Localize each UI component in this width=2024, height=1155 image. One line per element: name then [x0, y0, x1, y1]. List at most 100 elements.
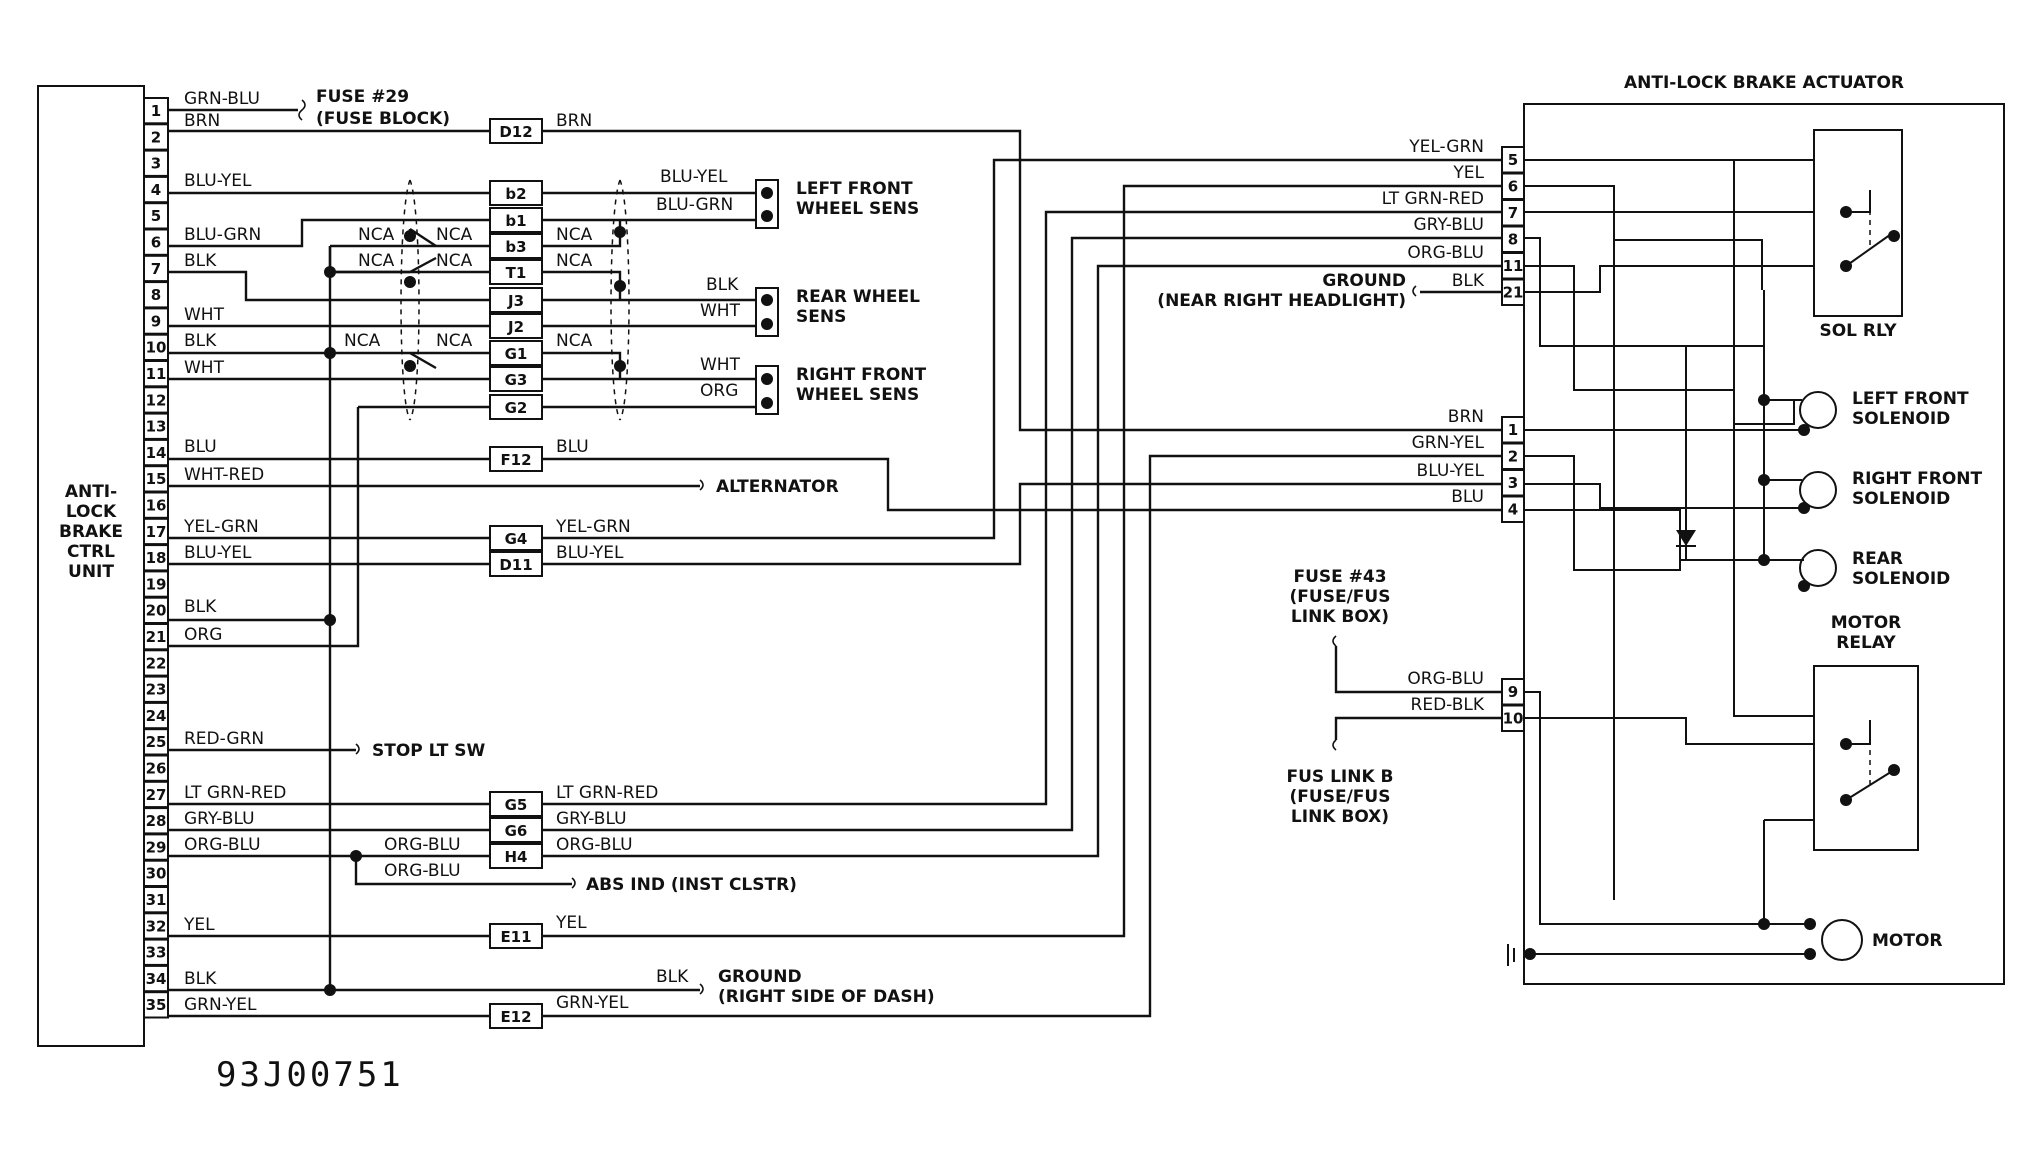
ecu-pin-cell [143, 886, 169, 914]
nca-label: NCA [436, 225, 473, 245]
connector-label: G1 [505, 345, 528, 363]
ecu-pin-number: 35 [146, 996, 167, 1014]
left-front-sens-label: LEFT FRONT [796, 179, 913, 199]
diagram-code: 93J00751 [216, 1055, 404, 1095]
actuator-pin-number: 8 [1508, 231, 1518, 249]
wire-label: YEL-GRN [183, 517, 259, 537]
ecu-pin-cell [143, 991, 169, 1019]
wire-label: WHT [700, 355, 741, 375]
ecu-pin-number: 15 [146, 470, 167, 488]
connector-e11 [489, 923, 543, 949]
shield-loops [400, 179, 630, 421]
wire-label: BLK [184, 597, 217, 617]
ecu-pin-number: 18 [146, 549, 167, 567]
wire-label: BLU-YEL [184, 543, 252, 563]
actuator-pin-number: 21 [1503, 284, 1524, 302]
destination-labels: FUSE #29 (FUSE BLOCK) LEFT FRONT WHEEL S… [316, 87, 1406, 1007]
wire-label: ORG [184, 625, 222, 645]
ecu-pin-cell [143, 912, 169, 940]
rf-solenoid-label: RIGHT FRONT [1852, 469, 1982, 489]
connector-b1 [489, 207, 543, 233]
actuator-pin-number: 6 [1508, 178, 1518, 196]
nca-label: NCA [358, 251, 395, 271]
connector-h4 [489, 843, 543, 869]
wire-color-labels-actuator: YEL-GRN YEL LT GRN-RED GRY-BLU ORG-BLU B… [1382, 137, 1485, 715]
wire-label: GRN-YEL [556, 993, 629, 1013]
wire-label: BLU-YEL [660, 167, 728, 187]
wire-label: BLU [184, 437, 217, 457]
connector-label: G6 [505, 822, 528, 840]
actuator-pin-number: 11 [1503, 257, 1524, 275]
ecu-pin-number: 21 [146, 628, 167, 646]
motor-relay-label: RELAY [1836, 633, 1896, 653]
rear-sens-label: REAR WHEEL [796, 287, 920, 307]
wire-label: BLU [1451, 487, 1484, 507]
fuse43-label: LINK BOX) [1291, 607, 1389, 627]
actuator-pin-number: 4 [1508, 501, 1518, 519]
wires-left [168, 108, 1502, 1018]
ecu-title-line: BRAKE [59, 522, 123, 542]
ecu-pin-number: 30 [146, 865, 167, 883]
connector-label: F12 [500, 451, 531, 469]
ecu-pin-column: 1234567891011121314151617181920212223242… [143, 97, 169, 1019]
ecu-pin-number: 9 [151, 312, 161, 330]
ecu-pin-number: 27 [146, 786, 167, 804]
wire-label: YEL [1452, 163, 1484, 183]
connector-label: G5 [505, 796, 528, 814]
connector-label: D12 [499, 123, 532, 141]
fus-link-b-label: FUS LINK B [1286, 767, 1393, 787]
alternator-label: ALTERNATOR [716, 477, 839, 497]
ecu-pin-number: 34 [146, 970, 167, 988]
motor-relay: MOTOR RELAY [1813, 613, 1919, 851]
wire-label: BRN [556, 111, 592, 131]
wire-label: YEL [183, 915, 215, 935]
connector-j3 [489, 287, 543, 313]
wire-label: ORG-BLU [556, 835, 633, 855]
ecu-title-line: LOCK [66, 502, 117, 522]
connector-t1 [489, 259, 543, 285]
fuse29-label: (FUSE BLOCK) [316, 109, 450, 129]
wire-label: ORG-BLU [1407, 669, 1484, 689]
wire-label: GRY-BLU [556, 809, 627, 829]
terminators [298, 99, 1417, 995]
wire-label: WHT-RED [184, 465, 264, 485]
nca-label: NCA [556, 251, 593, 271]
actuator-pin-number: 3 [1508, 474, 1518, 492]
ecu-pin-number: 32 [146, 917, 167, 935]
wire-label: BLU-YEL [1417, 461, 1485, 481]
diode-icon [1676, 530, 1696, 547]
ecu-pin-cell [143, 833, 169, 861]
wire-label: GRN-YEL [184, 995, 257, 1015]
lf-solenoid-label: SOLENOID [1852, 409, 1950, 429]
connector-d11 [489, 551, 543, 577]
ecu-title-line: ANTI- [65, 482, 117, 502]
wire-label: LT GRN-RED [556, 783, 658, 803]
wire-label: BLU-GRN [184, 225, 261, 245]
wire-label: BLK [706, 275, 739, 295]
connector-g1 [489, 340, 543, 366]
right-front-sens-label: RIGHT FRONT [796, 365, 926, 385]
solenoids: LEFT FRONT SOLENOID RIGHT FRONT SOLENOID… [1758, 389, 1982, 592]
ecu-pin-cell [143, 307, 169, 335]
ecu-pin-number: 6 [151, 234, 161, 252]
connector-d12 [489, 118, 543, 144]
ecu-pin-cell [143, 228, 169, 256]
ecu-pin-cell [143, 859, 169, 888]
ecu-pin-cell [143, 544, 169, 572]
ecu-pin-cell [143, 438, 169, 467]
ground-headlight-label: GROUND [1322, 271, 1406, 291]
ecu-pin-cell [143, 964, 169, 993]
ecu-pin-number: 12 [146, 391, 167, 409]
wire-label: GRY-BLU [184, 809, 255, 829]
connector-label: J3 [507, 292, 524, 310]
wire-label: WHT [700, 301, 741, 321]
ecu-pin-number: 25 [146, 733, 167, 751]
ecu-pin-cell [143, 675, 169, 703]
actuator-pin-number: 2 [1508, 448, 1518, 466]
ecu-pin-number: 20 [146, 602, 167, 620]
ecu-pin-number: 1 [151, 102, 161, 120]
wire-label: BLK [1452, 271, 1485, 291]
ecu-pin-number: 33 [146, 944, 167, 962]
ecu-pin-number: 28 [146, 812, 167, 830]
